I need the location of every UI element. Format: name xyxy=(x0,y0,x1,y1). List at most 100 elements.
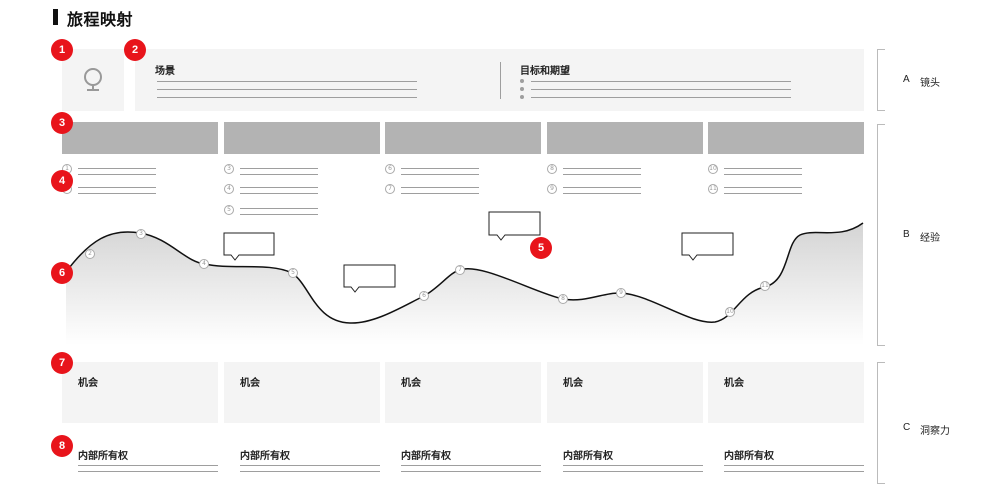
page-title: 旅程映射 xyxy=(67,12,134,29)
opportunity-card: 机会 xyxy=(224,362,380,423)
section-letter: A xyxy=(903,74,910,85)
goal-line xyxy=(531,97,791,98)
comment-bubble xyxy=(488,211,541,241)
title-accent-bar xyxy=(53,9,58,25)
comment-bubble xyxy=(223,232,275,261)
ownership-line xyxy=(563,471,703,472)
marker-badge: 7 xyxy=(51,352,73,374)
ownership-line xyxy=(401,465,541,466)
comment-bubble xyxy=(681,232,734,261)
curve-step-badge: 10 xyxy=(725,307,735,317)
opportunity-label: 机会 xyxy=(401,378,421,389)
stage-bar xyxy=(62,122,218,154)
step-badge: 5 xyxy=(224,205,234,215)
action-line xyxy=(724,168,802,169)
curve-step-badge: 9 xyxy=(616,288,626,298)
marker-badge: 8 xyxy=(51,435,73,457)
emotion-curve-area xyxy=(66,223,863,345)
opportunity-card: 机会 xyxy=(547,362,703,423)
action-line xyxy=(78,187,156,188)
section-bracket-c xyxy=(877,362,885,484)
goal-bullet xyxy=(520,95,524,99)
ownership-line xyxy=(240,465,380,466)
goal-line xyxy=(531,89,791,90)
action-line xyxy=(240,208,318,209)
action-line xyxy=(724,187,802,188)
curve-step-badge: 4 xyxy=(199,259,209,269)
curve-step-badge: 2 xyxy=(85,249,95,259)
opportunity-label: 机会 xyxy=(724,378,744,389)
marker-badge: 5 xyxy=(530,237,552,259)
action-line xyxy=(240,214,318,215)
marker-badge: 6 xyxy=(51,262,73,284)
step-badge: 4 xyxy=(224,184,234,194)
action-line xyxy=(401,187,479,188)
action-line xyxy=(240,187,318,188)
step-badge: 8 xyxy=(547,164,557,174)
stage-bar xyxy=(547,122,703,154)
stage-bar xyxy=(224,122,380,154)
curve-step-badge: 6 xyxy=(419,291,429,301)
opportunity-card: 机会 xyxy=(385,362,541,423)
ownership-line xyxy=(724,465,864,466)
ownership-label: 内部所有权 xyxy=(78,451,128,462)
step-badge: 6 xyxy=(385,164,395,174)
step-badge: 10 xyxy=(708,164,718,174)
action-line xyxy=(240,193,318,194)
marker-badge: 3 xyxy=(51,112,73,134)
step-badge: 9 xyxy=(547,184,557,194)
curve-step-badge: 5 xyxy=(288,268,298,278)
ownership-line xyxy=(724,471,864,472)
opportunity-label: 机会 xyxy=(78,378,98,389)
section-name: 经验 xyxy=(920,233,940,244)
goal-line xyxy=(531,81,791,82)
persona-lightbulb-icon xyxy=(84,68,102,91)
action-line xyxy=(563,193,641,194)
ownership-line xyxy=(78,465,218,466)
opportunity-card: 机会 xyxy=(62,362,218,423)
curve-step-badge: 7 xyxy=(455,265,465,275)
lens-panel: 场景 目标和期望 xyxy=(135,49,864,111)
scenario-line xyxy=(157,89,417,90)
marker-badge: 1 xyxy=(51,39,73,61)
scenario-line xyxy=(157,81,417,82)
action-line xyxy=(563,174,641,175)
ownership-line xyxy=(563,465,703,466)
scenario-label: 场景 xyxy=(155,66,175,77)
action-line xyxy=(78,193,156,194)
persona-panel xyxy=(62,49,124,111)
stage-bar xyxy=(385,122,541,154)
goals-label: 目标和期望 xyxy=(520,66,570,77)
action-line xyxy=(78,174,156,175)
action-line xyxy=(401,168,479,169)
action-line xyxy=(78,168,156,169)
section-letter: B xyxy=(903,229,910,240)
marker-badge: 4 xyxy=(51,170,73,192)
marker-badge: 2 xyxy=(124,39,146,61)
action-line xyxy=(240,174,318,175)
ownership-label: 内部所有权 xyxy=(401,451,451,462)
section-bracket-b xyxy=(877,124,885,346)
curve-step-badge: 3 xyxy=(136,229,146,239)
goal-bullet xyxy=(520,79,524,83)
opportunity-label: 机会 xyxy=(240,378,260,389)
curve-step-badge: 8 xyxy=(558,294,568,304)
curve-step-badge: 11 xyxy=(760,281,770,291)
comment-bubble xyxy=(343,264,396,293)
ownership-label: 内部所有权 xyxy=(563,451,613,462)
action-line xyxy=(724,193,802,194)
section-name: 镜头 xyxy=(920,78,940,89)
opportunity-label: 机会 xyxy=(563,378,583,389)
section-letter: C xyxy=(903,422,911,433)
ownership-line xyxy=(401,471,541,472)
action-line xyxy=(401,193,479,194)
lens-divider xyxy=(500,62,501,99)
step-badge: 3 xyxy=(224,164,234,174)
action-line xyxy=(563,168,641,169)
ownership-label: 内部所有权 xyxy=(240,451,290,462)
goal-bullet xyxy=(520,87,524,91)
step-badge: 11 xyxy=(708,184,718,194)
opportunity-card: 机会 xyxy=(708,362,864,423)
action-line xyxy=(563,187,641,188)
ownership-label: 内部所有权 xyxy=(724,451,774,462)
